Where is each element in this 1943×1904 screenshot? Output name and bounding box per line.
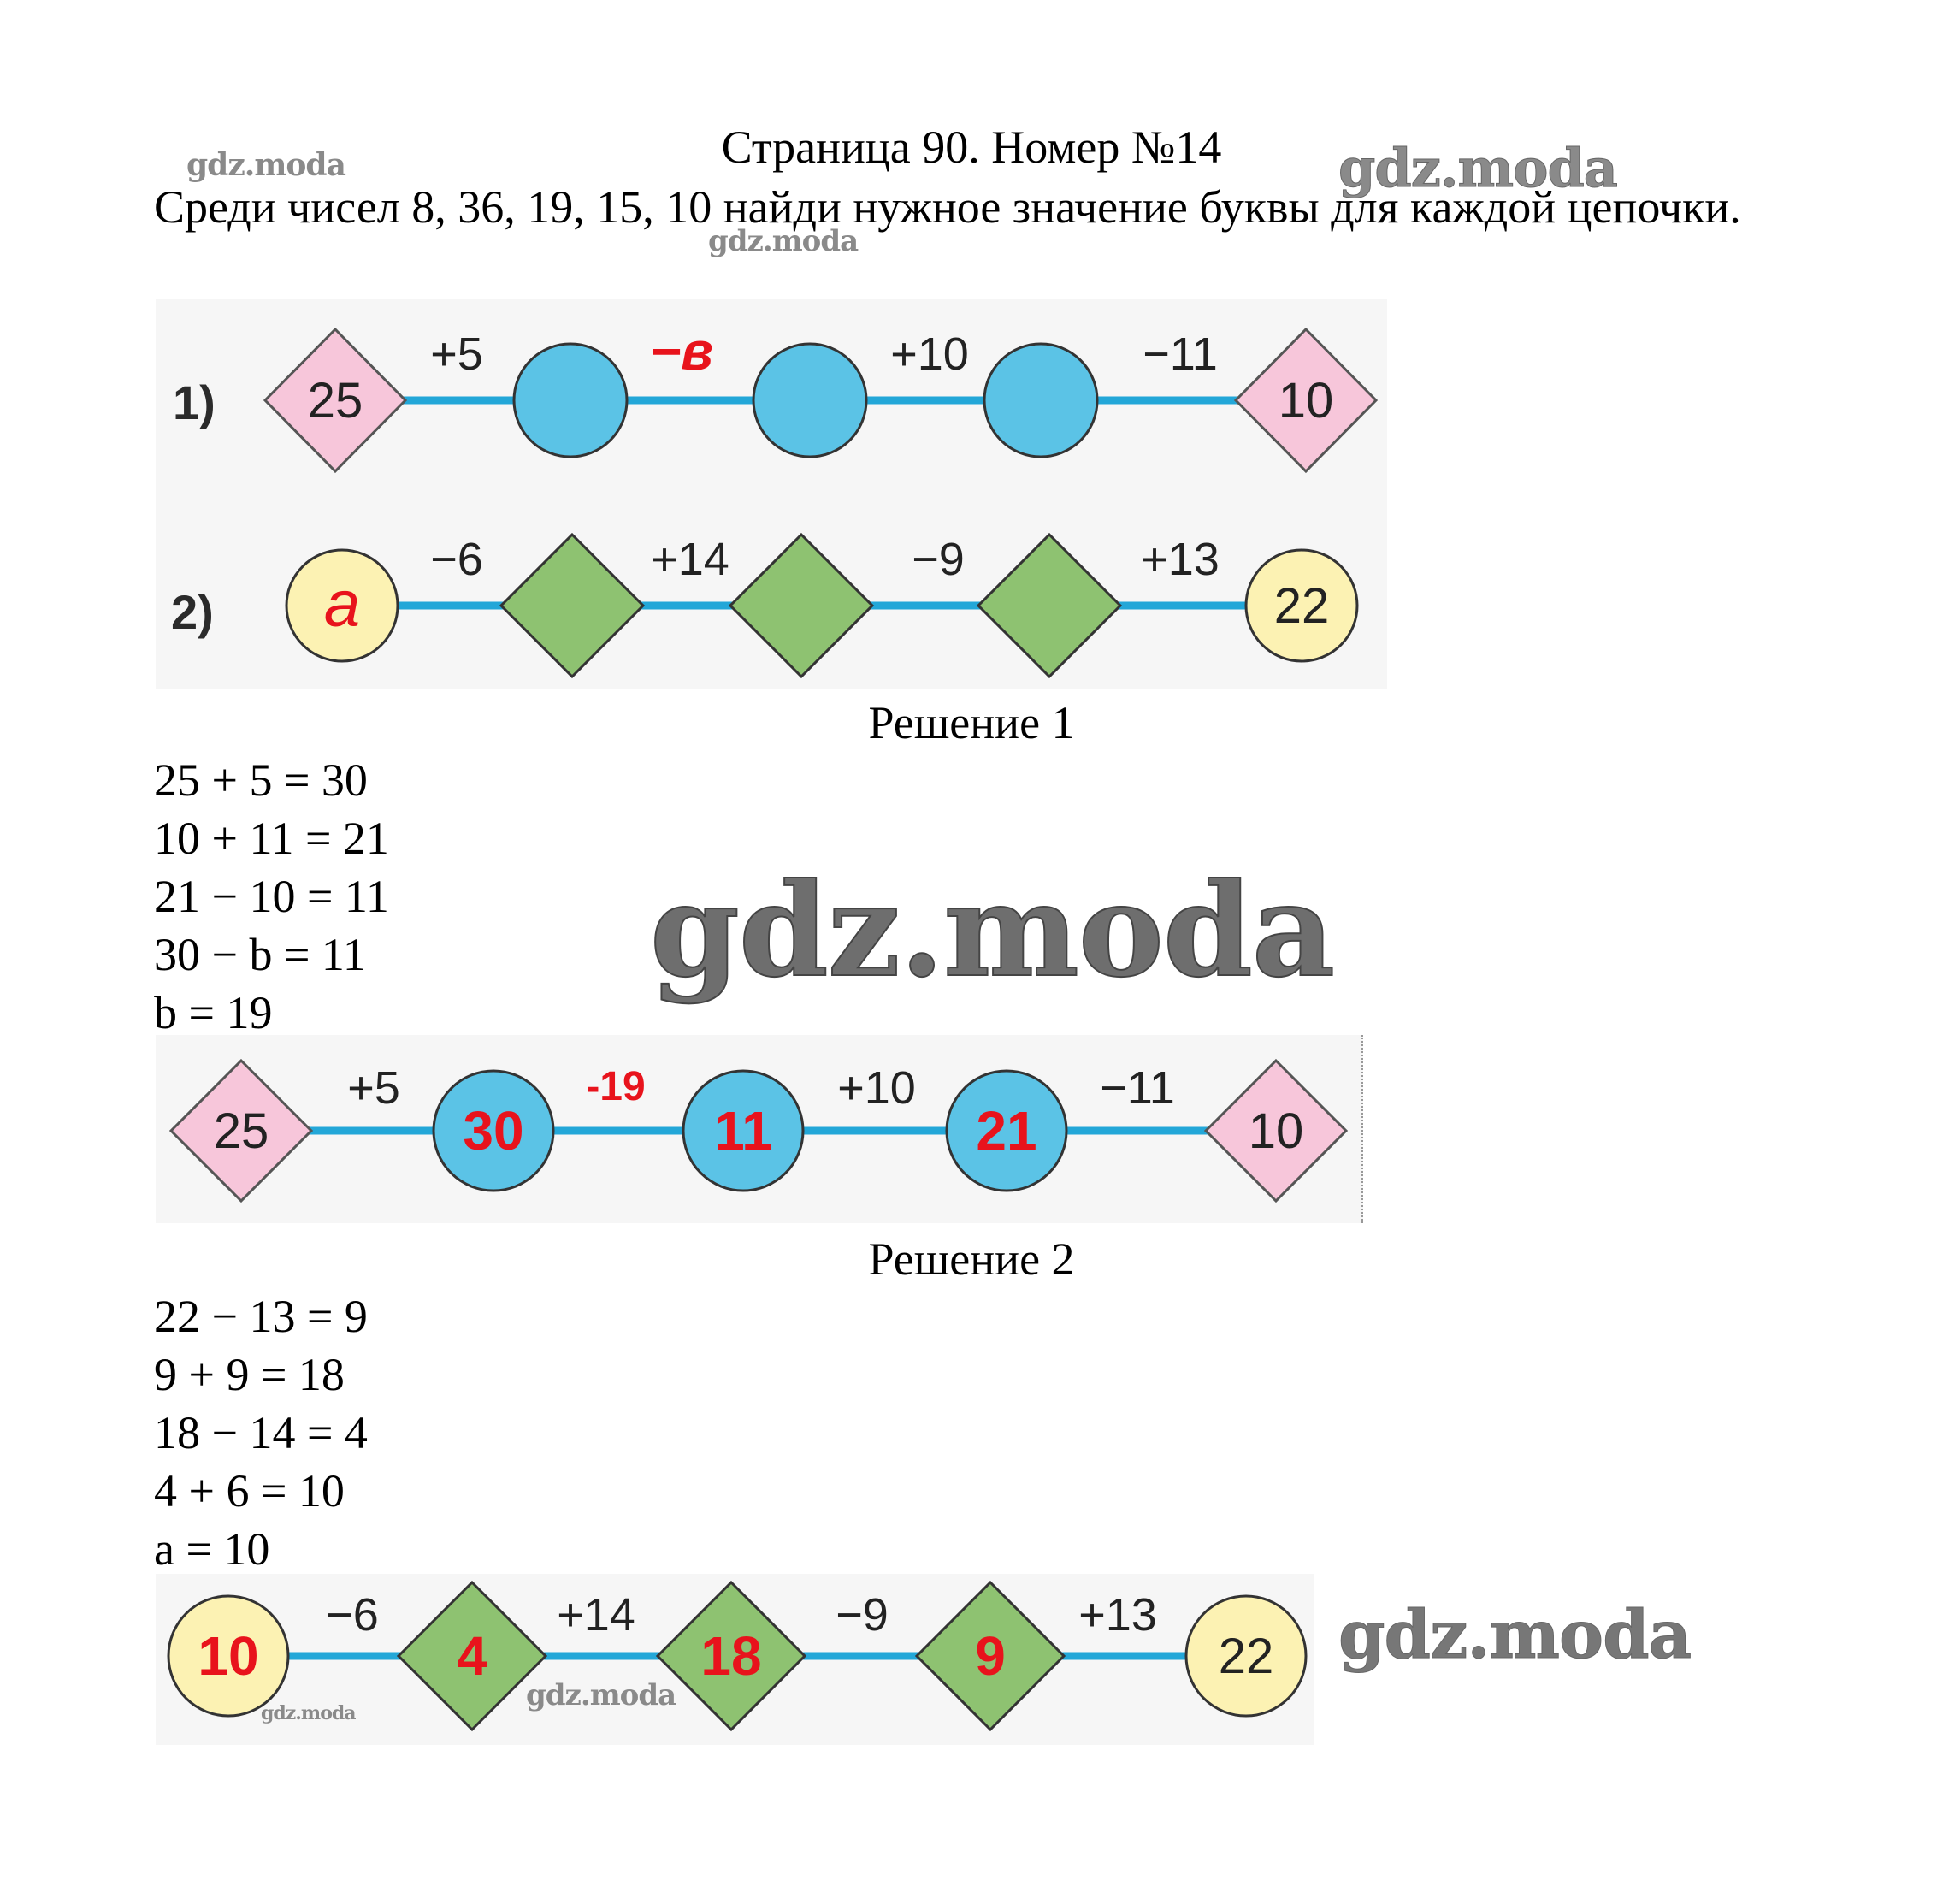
problem-figure: 1) 25 10 +5 −в +10 −11 2) a 22 −6 +14 −9… (156, 299, 1387, 689)
solution1-line: 25 + 5 = 30 (154, 754, 368, 806)
chain1-node-diamond (1233, 327, 1379, 474)
solution2-op-3: −9 (836, 1589, 889, 1641)
solution2-node-diamond (914, 1580, 1066, 1732)
watermark: gdz.moda (186, 147, 346, 183)
solution2-figure: 10 4 18 9 22 −6 +14 −9 +13 (156, 1574, 1314, 1745)
chain2-op-2: +14 (651, 534, 729, 585)
solution1-node-3: 11 (714, 1100, 772, 1162)
solution2-node-diamond (655, 1580, 807, 1732)
chain1-op-3: +10 (890, 328, 969, 380)
solution2-line: 18 − 14 = 4 (154, 1407, 368, 1458)
solution2-line: a = 10 (154, 1523, 270, 1575)
solution1-chain-svg: 25 30 11 21 10 +5 -19 +10 −11 (168, 1058, 1349, 1203)
solution2-node-3: 18 (700, 1625, 761, 1687)
solution1-node-1: 25 (214, 1103, 269, 1159)
chain2-node-diamond (976, 532, 1123, 679)
watermark: gdz.moda (1338, 1596, 1692, 1675)
chain1-node-circle (983, 342, 1099, 458)
solution1-node-circle (432, 1069, 555, 1192)
solution1-node-4: 21 (976, 1100, 1036, 1162)
solution1-heading: Решение 1 (868, 697, 1075, 748)
solution1-line: 30 − b = 11 (154, 929, 366, 980)
chain1-node-diamond (263, 327, 408, 474)
solution2-node-4: 9 (975, 1625, 1006, 1687)
solution2-line: 4 + 6 = 10 (154, 1465, 345, 1517)
chain1-node-1: 25 (308, 373, 363, 429)
solution1-node-5: 10 (1249, 1103, 1304, 1159)
solution1-node-2: 30 (463, 1100, 523, 1162)
solution1-op-3: +10 (837, 1062, 916, 1114)
chain1-label: 1) (173, 375, 216, 429)
watermark: gdz.moda (261, 1702, 357, 1724)
watermark: gdz.moda (708, 224, 859, 258)
chain1-node-circle (752, 342, 868, 458)
chain2-op-3: −9 (912, 534, 965, 585)
solution2-heading: Решение 2 (868, 1233, 1075, 1285)
chain1-op-4: −11 (1143, 328, 1218, 380)
solution1-op-1: +5 (347, 1062, 400, 1114)
solution2-node-diamond (396, 1580, 548, 1732)
solution1-node-circle (945, 1069, 1068, 1192)
page-title: Страница 90. Номер №14 (721, 121, 1222, 173)
solution1-line: 21 − 10 = 11 (154, 871, 389, 922)
solution2-line: 22 − 13 = 9 (154, 1291, 368, 1342)
solution2-op-2: +14 (557, 1589, 635, 1641)
chain2-node-diamond (728, 532, 875, 679)
chain2-node-circle (285, 548, 399, 663)
solution2-chain-svg: 10 4 18 9 22 −6 +14 −9 +13 (167, 1580, 1308, 1732)
solution2-node-circle (167, 1594, 290, 1718)
chain1-node-5: 10 (1279, 373, 1334, 429)
solution2-node-2: 4 (457, 1625, 487, 1687)
problem-chains-svg: 1) 25 10 +5 −в +10 −11 2) a 22 −6 +14 −9… (171, 322, 1379, 679)
solution2-node-5: 22 (1219, 1629, 1274, 1684)
solution1-line: b = 19 (154, 987, 273, 1038)
solution1-node-diamond (168, 1058, 314, 1203)
solution2-op-1: −6 (326, 1589, 379, 1641)
solution1-line: 10 + 11 = 21 (154, 813, 389, 864)
watermark: gdz.moda (1338, 137, 1619, 200)
solution1-op-4: −11 (1100, 1062, 1175, 1114)
chain2-label: 2) (171, 585, 214, 639)
watermark: gdz.moda (526, 1678, 676, 1712)
solution1-node-circle (682, 1069, 805, 1192)
task-text: Среди чисел 8, 36, 19, 15, 10 найди нужн… (154, 181, 1741, 233)
chain1-op-1: +5 (430, 328, 483, 380)
solution1-lines: 25 + 5 = 30 10 + 11 = 21 21 − 10 = 11 30… (154, 751, 389, 1042)
chain2-op-4: +13 (1141, 534, 1220, 585)
solution1-figure: 25 30 11 21 10 +5 -19 +10 −11 (156, 1035, 1363, 1223)
solution1-op-2: -19 (586, 1064, 645, 1109)
solution2-node-circle (1184, 1594, 1308, 1718)
chain2-node-1: a (324, 568, 360, 641)
solution1-node-diamond (1203, 1058, 1349, 1203)
chain2-op-1: −6 (430, 534, 483, 585)
watermark: gdz.moda (649, 854, 1336, 1007)
solution2-lines: 22 − 13 = 9 9 + 9 = 18 18 − 14 = 4 4 + 6… (154, 1287, 368, 1578)
chain2-node-5: 22 (1274, 578, 1330, 634)
chain2-node-diamond (499, 532, 646, 679)
chain1-node-circle (512, 342, 629, 458)
solution2-line: 9 + 9 = 18 (154, 1349, 345, 1400)
solution2-node-1: 10 (198, 1625, 258, 1687)
chain2-node-circle (1244, 548, 1359, 663)
solution2-op-4: +13 (1078, 1589, 1157, 1641)
chain1-op-2: −в (650, 322, 713, 381)
